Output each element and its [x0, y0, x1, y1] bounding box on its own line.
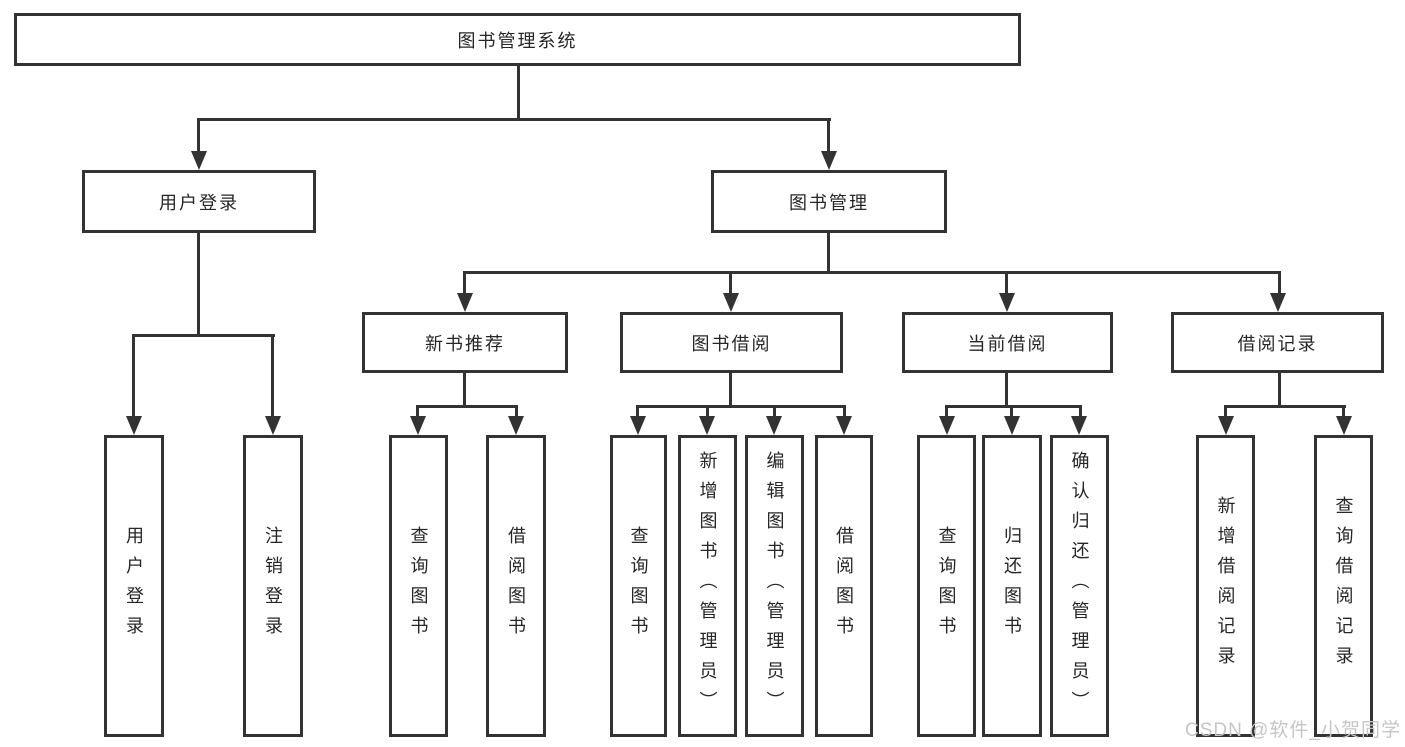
arrowhead-borrow-records-icon — [1270, 293, 1286, 312]
connector-stem-bb-query — [636, 405, 639, 419]
arrowhead-bb-edit-icon — [766, 416, 782, 435]
leaf-query-books: 查询图书 — [610, 435, 667, 737]
arrowhead-br-query-icon — [1336, 416, 1352, 435]
connector-bb-rail — [636, 405, 846, 408]
leaf-label: 注销登录 — [263, 526, 283, 646]
leaf-query-books: 查询图书 — [389, 435, 448, 737]
connector-stem-bb-edit — [773, 405, 776, 419]
connector-level3-rail — [463, 271, 1281, 274]
leaf-label: 借阅图书 — [834, 526, 854, 646]
leaf-label: 借阅图书 — [506, 526, 526, 646]
connector-stem-user-login — [197, 118, 200, 154]
node-current-borrowing: 当前借阅 — [902, 312, 1113, 373]
connector-br-stem — [1278, 372, 1281, 408]
connector-br-rail — [1224, 405, 1346, 408]
node-book-borrowing: 图书借阅 — [620, 312, 843, 373]
leaf-borrow-books: 借阅图书 — [815, 435, 873, 737]
connector-stem-cb-return — [1010, 405, 1013, 419]
connector-stem-bb-borrow — [843, 405, 846, 419]
node-new-book-recommendation: 新书推荐 — [362, 312, 568, 373]
leaf-label: 编辑图书（管理员） — [764, 451, 785, 721]
connector-stem-nbr-borrow — [515, 405, 518, 419]
connector-user-login-rail — [132, 334, 275, 337]
leaf-query-borrow-record: 查询借阅记录 — [1314, 435, 1373, 737]
connector-root-stem — [517, 66, 520, 120]
node-label: 图书借阅 — [691, 333, 772, 354]
connector-stem-nbr-query — [416, 405, 419, 419]
node-label: 当前借阅 — [967, 333, 1048, 354]
node-borrowing-records: 借阅记录 — [1171, 312, 1384, 373]
connector-stem-new-book-rec — [463, 271, 466, 295]
arrowhead-cb-query-icon — [939, 416, 955, 435]
leaf-add-books-admin: 新增图书（管理员） — [678, 435, 737, 737]
arrowhead-current-borrow-icon — [999, 293, 1015, 312]
connector-book-mgmt-stem — [827, 232, 830, 274]
arrowhead-bb-query-icon — [630, 416, 646, 435]
connector-nbr-rail — [416, 405, 518, 408]
arrowhead-bb-borrow-icon — [836, 416, 852, 435]
connector-cb-rail — [945, 405, 1082, 408]
connector-stem-cb-confirm — [1079, 405, 1082, 419]
leaf-label: 确认归还（管理员） — [1069, 451, 1090, 721]
leaf-borrow-books: 借阅图书 — [486, 435, 546, 737]
arrowhead-book-mgmt-icon — [821, 151, 837, 170]
leaf-label: 归还图书 — [1002, 526, 1022, 646]
node-book-management: 图书管理 — [711, 170, 947, 233]
connector-nbr-stem — [463, 372, 466, 408]
node-label: 图书管理 — [789, 192, 869, 213]
arrowhead-leaf-logout-icon — [265, 416, 281, 435]
arrowhead-br-add-icon — [1218, 416, 1234, 435]
node-label: 用户登录 — [159, 192, 239, 213]
connector-level2-rail — [197, 118, 831, 121]
connector-stem-br-query — [1342, 405, 1345, 419]
arrowhead-user-login-icon — [191, 151, 207, 170]
arrowhead-nbr-query-icon — [410, 416, 426, 435]
arrowhead-book-borrow-icon — [723, 293, 739, 312]
node-library-management-system: 图书管理系统 — [14, 13, 1021, 66]
connector-stem-book-borrow — [729, 271, 732, 295]
leaf-return-books: 归还图书 — [982, 435, 1042, 737]
arrowhead-new-book-rec-icon — [457, 293, 473, 312]
leaf-label: 查询借阅记录 — [1333, 496, 1354, 676]
leaf-label: 新增借阅记录 — [1215, 496, 1236, 676]
node-user-login: 用户登录 — [82, 170, 316, 233]
connector-stem-leaf-logout — [271, 334, 274, 419]
connector-stem-book-mgmt — [827, 118, 830, 154]
node-label: 新书推荐 — [425, 333, 505, 354]
connector-stem-leaf-user-login — [132, 334, 135, 419]
connector-user-login-stem — [197, 232, 200, 337]
connector-stem-bb-add — [706, 405, 709, 419]
arrowhead-nbr-borrow-icon — [508, 416, 524, 435]
connector-stem-cb-query — [945, 405, 948, 419]
leaf-query-books: 查询图书 — [917, 435, 976, 737]
leaf-user-login: 用户登录 — [104, 435, 164, 737]
leaf-label: 新增图书（管理员） — [697, 451, 718, 721]
node-label: 图书管理系统 — [457, 30, 578, 51]
leaf-label: 查询图书 — [628, 526, 649, 646]
leaf-label: 用户登录 — [124, 526, 144, 646]
leaf-add-borrow-record: 新增借阅记录 — [1196, 435, 1255, 737]
connector-stem-current-borrow — [1005, 271, 1008, 295]
arrowhead-cb-confirm-icon — [1071, 416, 1087, 435]
connector-stem-borrow-records — [1278, 271, 1281, 295]
leaf-confirm-return-admin: 确认归还（管理员） — [1050, 435, 1109, 737]
csdn-watermark: CSDN @软件_小贺同学 — [1185, 720, 1401, 741]
connector-bb-stem — [729, 372, 732, 408]
connector-stem-br-add — [1224, 405, 1227, 419]
arrowhead-leaf-user-login-icon — [126, 416, 142, 435]
connector-cb-stem — [1005, 372, 1008, 408]
leaf-edit-books-admin: 编辑图书（管理员） — [745, 435, 804, 737]
arrowhead-bb-add-icon — [699, 416, 715, 435]
node-label: 借阅记录 — [1237, 333, 1318, 354]
leaf-label: 查询图书 — [408, 526, 429, 646]
leaf-logout: 注销登录 — [243, 435, 303, 737]
arrowhead-cb-return-icon — [1004, 416, 1020, 435]
leaf-label: 查询图书 — [936, 526, 957, 646]
